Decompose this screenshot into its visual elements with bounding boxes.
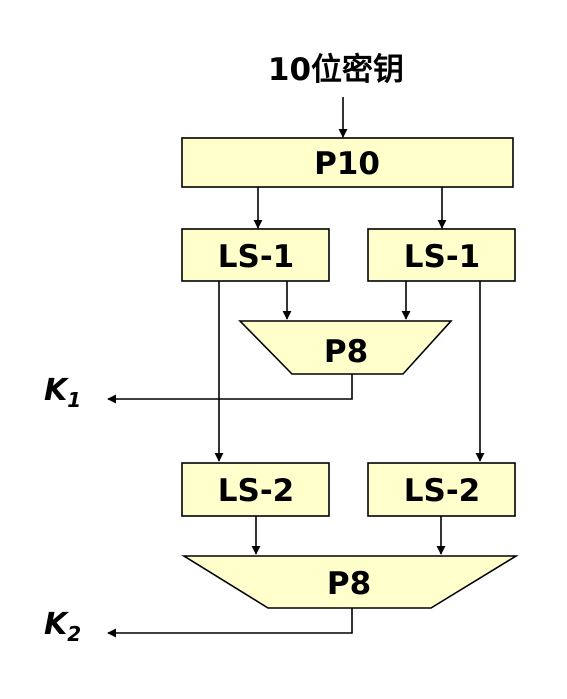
k2-label: K2 bbox=[44, 607, 81, 646]
ls2-left-box: LS-2 bbox=[181, 462, 330, 517]
ls1-right-label: LS-1 bbox=[404, 239, 481, 275]
title-label: 10位密钥 bbox=[268, 52, 404, 88]
ls2-left-box-shape bbox=[181, 462, 330, 517]
arrow-p8-top-to-k1 bbox=[107, 374, 353, 404]
arrow-p8-bottom-to-k2 bbox=[107, 608, 353, 638]
ls2-right-box-shape bbox=[367, 462, 516, 517]
ls2-right-label: LS-2 bbox=[404, 473, 481, 509]
ls1-right-box-shape bbox=[367, 228, 516, 282]
p10-box-shape bbox=[181, 137, 514, 188]
p10-box: P10 bbox=[181, 137, 514, 188]
ls2-left-label: LS-2 bbox=[218, 473, 295, 509]
p8-top-block: P8 bbox=[238, 320, 453, 375]
ls1-left-box-shape bbox=[181, 228, 330, 282]
ls1-left-label: LS-1 bbox=[218, 239, 295, 275]
p8-bottom-block: P8 bbox=[181, 555, 519, 609]
ls2-right-box: LS-2 bbox=[367, 462, 516, 517]
p8-bottom-shape bbox=[181, 555, 519, 609]
p10-label: P10 bbox=[314, 146, 380, 182]
k2-subscript: 2 bbox=[67, 622, 81, 646]
p8-bottom-label: P8 bbox=[327, 566, 371, 602]
ls1-right-box: LS-1 bbox=[367, 228, 516, 282]
k1-subscript: 1 bbox=[67, 388, 81, 412]
k1-letter: K bbox=[44, 373, 70, 408]
ls1-left-box: LS-1 bbox=[181, 228, 330, 282]
p8-top-label: P8 bbox=[324, 334, 368, 370]
k1-label: K1 bbox=[44, 373, 81, 412]
k2-letter: K bbox=[44, 607, 70, 642]
p8-top-shape bbox=[238, 320, 453, 375]
